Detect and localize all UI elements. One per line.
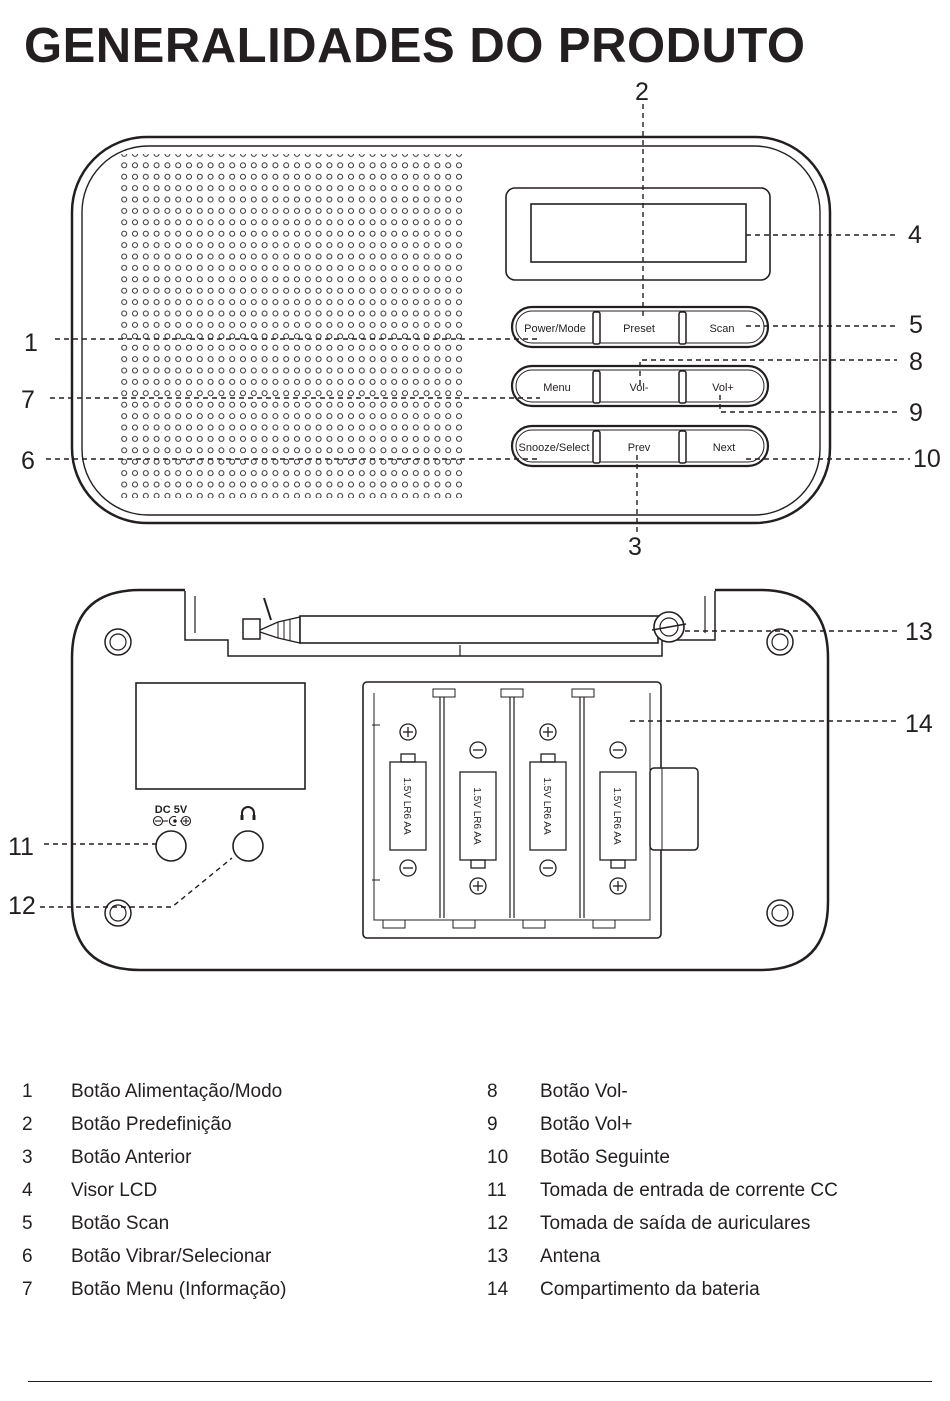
callout-2: 2	[635, 78, 649, 106]
dc-input-jack	[155, 830, 187, 862]
callout-9: 9	[909, 399, 923, 427]
headphone-icon	[241, 806, 255, 819]
callout-8: 8	[909, 348, 923, 376]
antenna	[242, 597, 687, 656]
preset-button: Preset	[623, 323, 655, 335]
battery-2-label: 1.5V LR6 AA	[471, 787, 482, 845]
callout-10: 10	[913, 445, 941, 473]
page-title: GENERALIDADES DO PRODUTO	[24, 19, 806, 73]
back-leader-lines	[40, 630, 900, 908]
battery-1-label: 1.5V LR6 AA	[401, 777, 412, 835]
back-view: DC 5V	[40, 588, 900, 972]
front-leader-lines	[46, 104, 910, 532]
battery-3-label: 1.5V LR6 AA	[541, 777, 552, 835]
snooze-select-button: Snooze/Select	[519, 442, 590, 454]
label-plate	[135, 682, 306, 790]
headphone-jack	[232, 830, 264, 862]
vol-plus-button: Vol+	[712, 382, 734, 394]
callout-6: 6	[21, 447, 35, 475]
dc-input-label: DC 5V	[155, 804, 188, 816]
button-row-top: Power/Mode Preset Scan	[510, 305, 770, 349]
callout-14: 14	[905, 710, 933, 738]
battery-2	[459, 741, 497, 895]
scan-button: Scan	[709, 323, 734, 335]
front-case-outer	[70, 135, 832, 525]
callout-numbers: 1 2 3 4 5 6 7 8 9 10 11 12 13 14	[8, 78, 941, 920]
next-button: Next	[713, 442, 736, 454]
lcd-screen	[530, 203, 747, 263]
callout-4: 4	[908, 221, 922, 249]
speaker-grill	[118, 154, 464, 498]
callout-3: 3	[628, 533, 642, 561]
callout-1: 1	[24, 329, 38, 357]
menu-button: Menu	[543, 382, 571, 394]
screw-holes	[104, 628, 794, 927]
callout-7: 7	[21, 386, 35, 414]
callout-11: 11	[8, 833, 34, 861]
back-case-outline	[70, 588, 830, 972]
button-row-bottom: Snooze/Select Prev Next	[510, 424, 770, 468]
button-row-middle: Menu Vol- Vol+	[510, 364, 770, 408]
power-mode-button: Power/Mode	[524, 323, 586, 335]
callout-12: 12	[8, 892, 36, 920]
battery-compartment	[362, 681, 699, 939]
battery-4-label: 1.5V LR6 AA	[611, 787, 622, 845]
vol-minus-button: Vol-	[630, 382, 649, 394]
lcd-bezel	[505, 187, 771, 281]
front-view: Power/Mode Preset Scan Menu Vol- Vol+ Sn…	[46, 104, 910, 532]
dc-polarity-icon	[152, 815, 192, 827]
callout-5: 5	[909, 311, 923, 339]
prev-button: Prev	[628, 442, 651, 454]
battery-1	[389, 723, 427, 877]
battery-3	[529, 723, 567, 877]
battery-4	[599, 741, 637, 895]
product-diagram: Power/Mode Preset Scan Menu Vol- Vol+ Sn…	[8, 78, 941, 972]
footer-divider	[28, 1381, 932, 1382]
front-case-inner	[81, 145, 821, 516]
callout-13: 13	[905, 618, 933, 646]
